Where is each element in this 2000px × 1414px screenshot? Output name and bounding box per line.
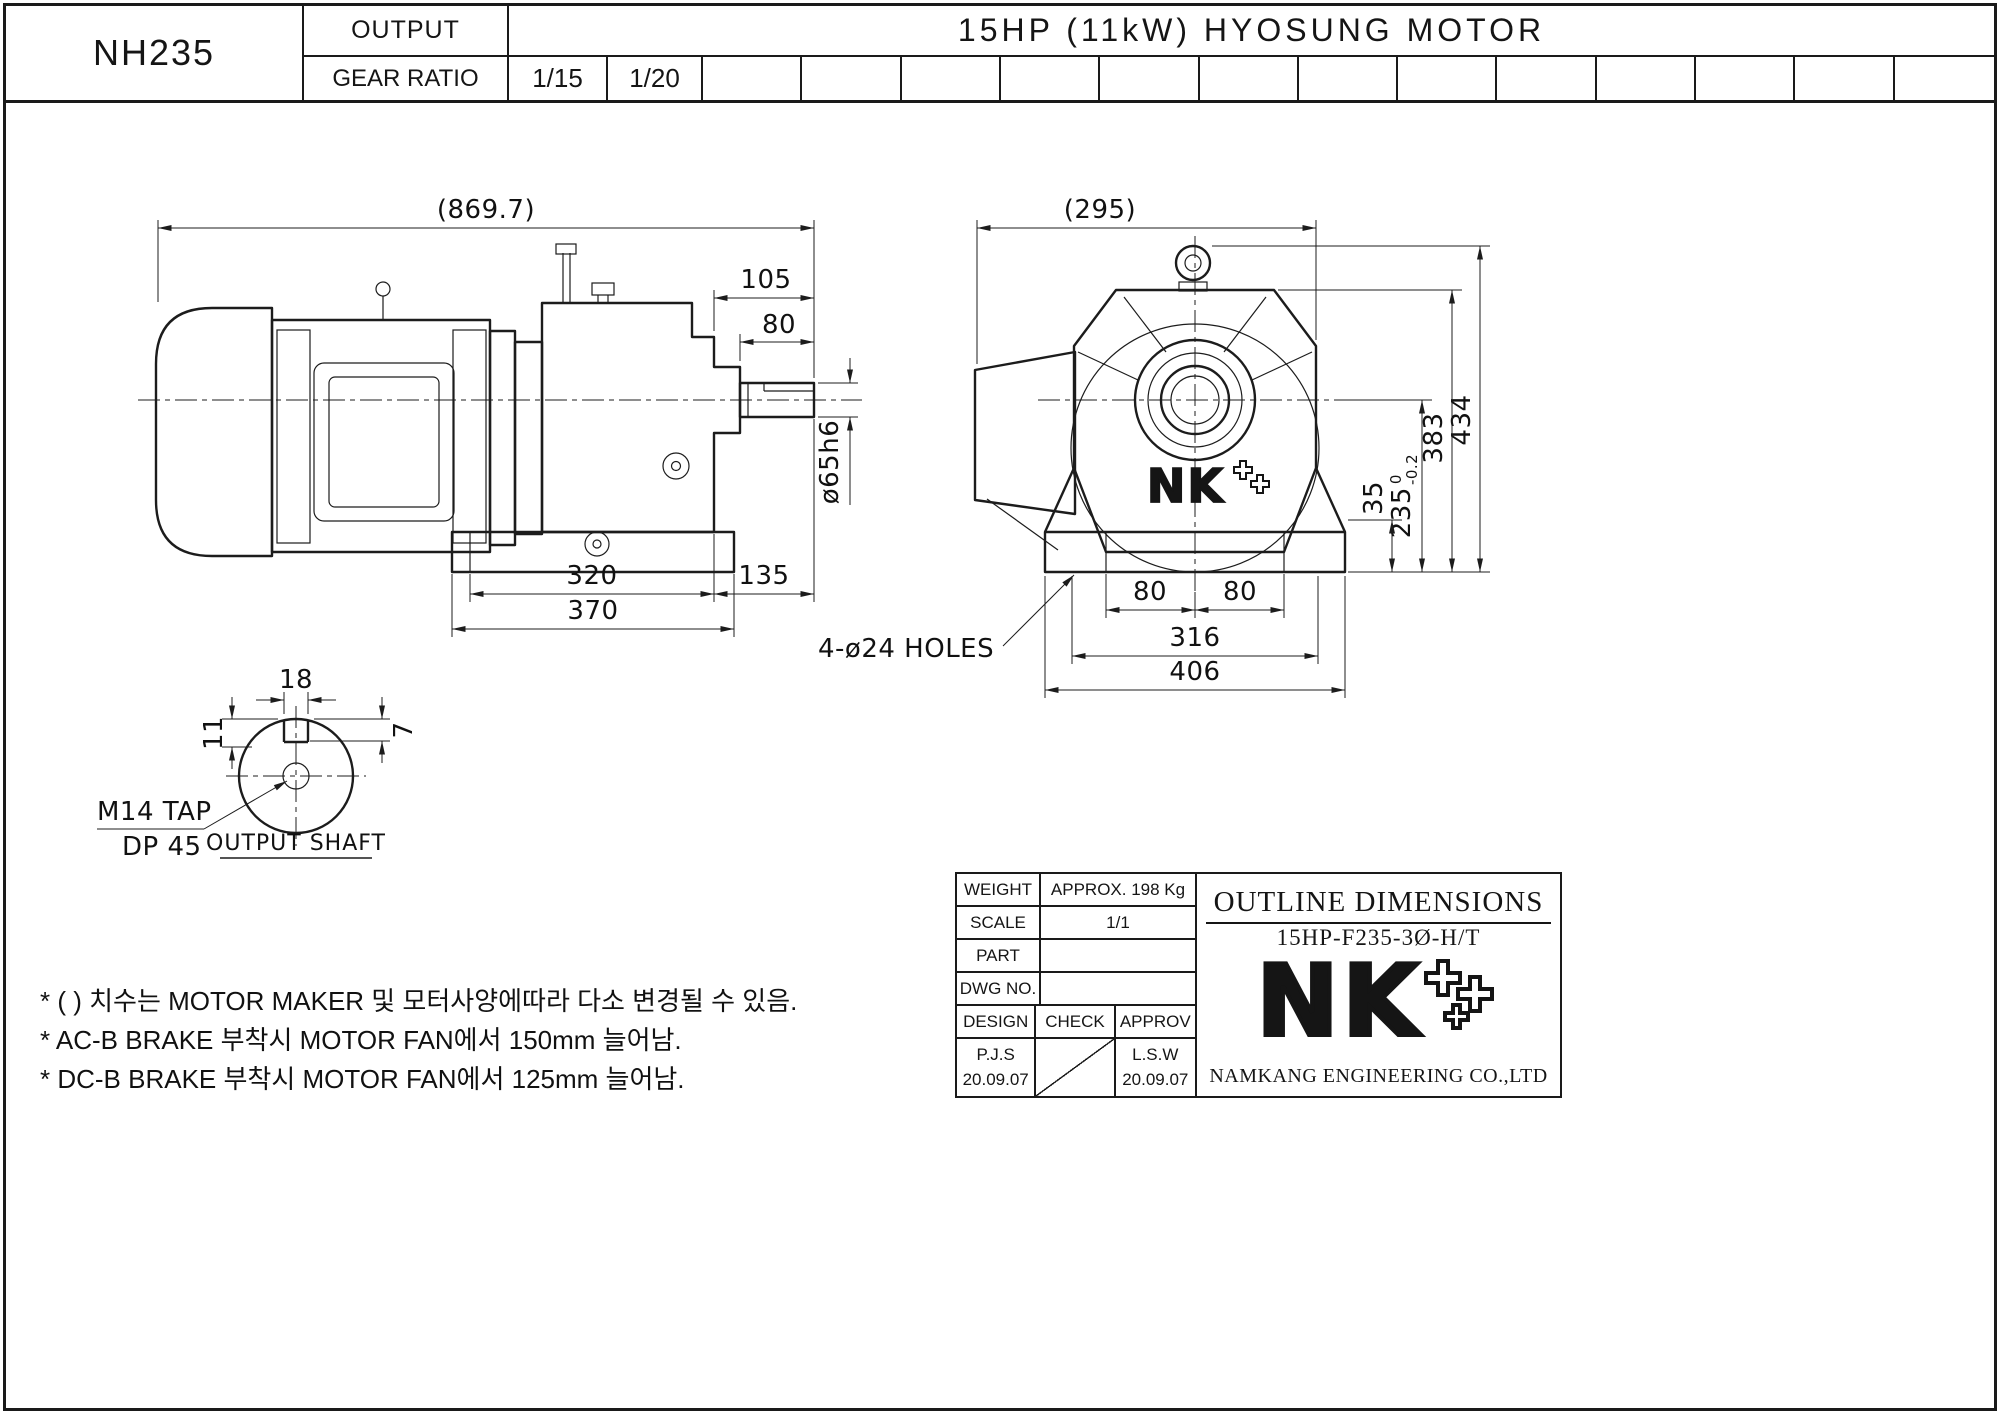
gear-ratio-empty-cell [1795, 55, 1895, 100]
dim-316: 316 [1169, 623, 1220, 653]
gear-ratio-empty-cell [1497, 55, 1597, 100]
check-label: CHECK [1036, 1006, 1116, 1037]
scale-label: SCALE [957, 907, 1041, 938]
tol-upper: 0 [1387, 474, 1405, 484]
side-view [138, 243, 862, 574]
title-block-brand: OUTLINE DIMENSIONS 15HP-F235-3Ø-H/T NK N… [1197, 874, 1560, 1096]
gear-housing [540, 301, 742, 534]
motor-body [270, 318, 492, 554]
gear-ratio-empty-cell [1596, 55, 1697, 100]
dim-11: 11 [199, 716, 229, 750]
gear-ratio-empty-cell [1696, 55, 1796, 100]
gear-ratio-empty-cell [1199, 55, 1299, 100]
scale-value: 1/1 [1106, 912, 1130, 932]
title-block: WEIGHT APPROX. 198 Kg SCALE 1/1 PART DWG… [955, 872, 1562, 1098]
design-label: DESIGN [957, 1006, 1037, 1037]
model-number: NH235 [6, 6, 304, 100]
part-label: PART [957, 940, 1041, 971]
dim-overall-width: (295) [1064, 195, 1136, 225]
output-shaft-detail: 18 11 7 M14 TAP DP 45 OUTPUT SHAFT [97, 665, 419, 862]
mounting-base [450, 530, 736, 574]
tap-callout-line2: DP 45 [122, 832, 202, 862]
company-name: NAMKANG ENGINEERING CO.,LTD [1209, 1065, 1548, 1087]
dim-383: 383 [1419, 412, 1449, 463]
note-line: * ( ) 치수는 MOTOR MAKER 및 모터사양에따라 다소 변경될 수… [40, 986, 798, 1016]
dim-80-right: 80 [1223, 577, 1257, 607]
logo-plus-cluster-icon [1424, 959, 1495, 1030]
detail-title: OUTPUT SHAFT [206, 831, 386, 856]
check-signature-empty [1036, 1039, 1116, 1096]
gear-ratio-empty-cell [802, 55, 902, 100]
part-value [1041, 940, 1195, 971]
gear-ratio-empty-cell [1100, 55, 1200, 100]
dim-overall-length: (869.7) [437, 195, 535, 225]
approv-date: 20.09.07 [1122, 1069, 1189, 1089]
dwg-no-label: DWG NO. [957, 973, 1041, 1004]
gear-ratio-empty-cell [1894, 55, 1994, 100]
holes-callout: 4-ø24 HOLES [818, 634, 994, 664]
doc-title: OUTLINE DIMENSIONS [1205, 886, 1552, 924]
doc-code: 15HP-F235-3Ø-H/T [1276, 925, 1481, 950]
oil-plug [591, 282, 615, 296]
company-logo: NK [1255, 945, 1501, 1065]
design-name: P.J.S [976, 1044, 1015, 1064]
dim-35: 35 [1359, 481, 1389, 515]
dwg-no-value [1041, 973, 1195, 1004]
approv-name: L.S.W [1132, 1044, 1179, 1064]
output-shaft [738, 381, 816, 419]
weight-value: APPROX. 198 Kg [1050, 879, 1186, 899]
gear-ratio-empty-cell [1000, 55, 1101, 100]
front-logo: NK [1147, 459, 1225, 513]
dim-320: 320 [566, 561, 617, 591]
header-table: NH235 OUTPUT 15HP (11kW) HYOSUNG MOTOR G… [6, 6, 1994, 103]
dim-18: 18 [279, 665, 313, 695]
motor-title: 15HP (11kW) HYOSUNG MOTOR [957, 12, 1546, 48]
motor-silhouette [973, 350, 1077, 516]
dim-7: 7 [389, 721, 419, 738]
dim-406: 406 [1169, 657, 1220, 687]
approv-label: APPROV [1119, 1011, 1191, 1031]
dim-80-left: 80 [1133, 577, 1167, 607]
gear-ratio-1-15: 1/15 [509, 55, 608, 100]
fan-cover [154, 306, 274, 558]
notes: * ( ) 치수는 MOTOR MAKER 및 모터사양에따라 다소 변경될 수… [40, 982, 797, 1099]
dim-105: 105 [740, 265, 791, 295]
eyebolt-front [1174, 244, 1212, 282]
logo-plus-icon [1233, 460, 1253, 480]
gear-ratio-label: GEAR RATIO [304, 55, 509, 100]
side-view-dimensions: (869.7) 105 80 ø65h6 320 135 370 [157, 195, 858, 637]
logo-plus-icon [1250, 474, 1270, 494]
design-signature: P.J.S 20.09.07 [957, 1039, 1037, 1096]
gear-ratio-1-20: 1/20 [608, 55, 703, 100]
note-line: * AC-B BRAKE 부착시 MOTOR FAN에서 150mm 늘어남. [40, 1025, 682, 1055]
dim-80: 80 [762, 310, 796, 340]
front-view-dimensions: (295) 434 383 2350-0.2 35 80 80 [818, 195, 1490, 698]
output-label: OUTPUT [304, 6, 509, 55]
breather-plug [555, 243, 577, 255]
gear-ratio-empty-cell [1398, 55, 1498, 100]
company-logo-text: NK [1255, 945, 1423, 1059]
dim-135: 135 [738, 561, 789, 591]
weight-label: WEIGHT [957, 874, 1041, 905]
title-block-table: WEIGHT APPROX. 198 Kg SCALE 1/1 PART DWG… [957, 874, 1197, 1096]
front-view: NK [973, 236, 1354, 592]
shaft-end-circle [237, 717, 355, 835]
tol-lower: -0.2 [1403, 454, 1421, 485]
gear-ratio-empty-cell [901, 55, 1001, 100]
note-line: * DC-B BRAKE 부착시 MOTOR FAN에서 125mm 늘어남. [40, 1064, 685, 1094]
tap-callout-line1: M14 TAP [97, 797, 212, 827]
gear-ratio-empty-cell [703, 55, 803, 100]
front-base [1043, 530, 1347, 574]
design-date: 20.09.07 [962, 1069, 1029, 1089]
dim-shaft-dia: ø65h6 [815, 420, 845, 505]
gear-ratio-empty-cell [1298, 55, 1399, 100]
dim-370: 370 [567, 596, 618, 626]
approv-signature: L.S.W 20.09.07 [1116, 1039, 1195, 1096]
